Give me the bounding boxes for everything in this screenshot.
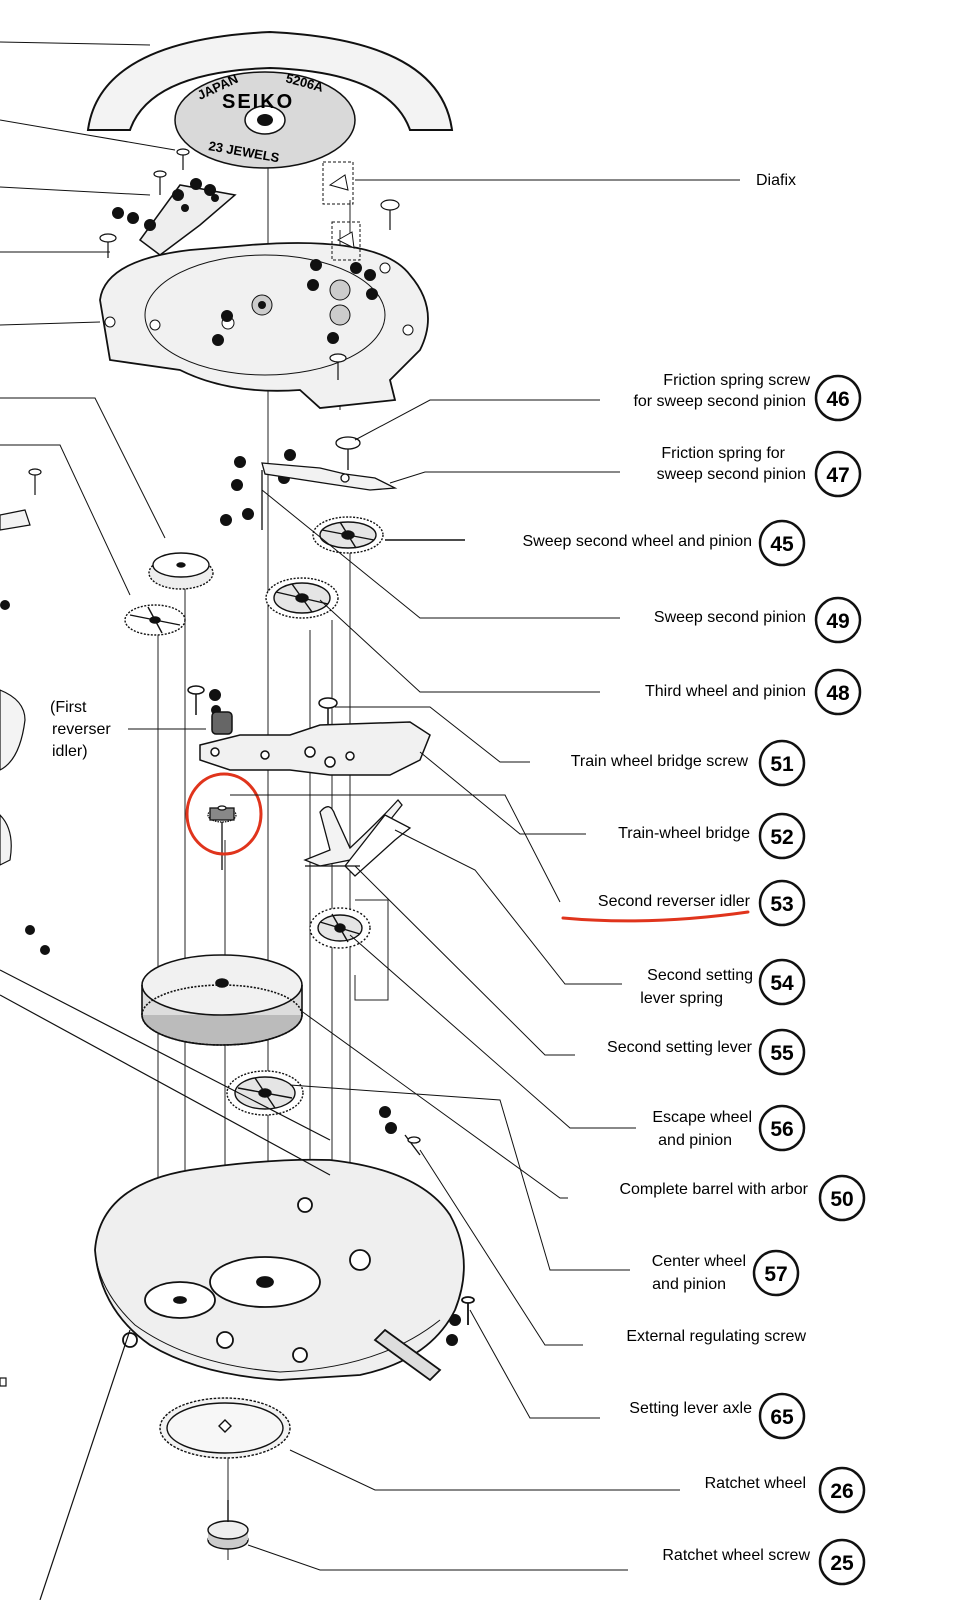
badge-45-number: 45 <box>770 533 794 556</box>
second-setting-lever <box>303 798 412 877</box>
badge-48-number: 48 <box>826 682 850 705</box>
badge-54: 54 <box>758 958 806 1006</box>
left-leader-lines <box>0 119 176 596</box>
ratchet-wheel <box>159 1397 291 1459</box>
label-first-reverser-line2: reverser <box>52 721 111 738</box>
center-wheel <box>226 1070 304 1116</box>
bridge-screws <box>99 148 400 380</box>
callout-26: Ratchet wheel <box>705 1475 806 1492</box>
automatic-train-bridge <box>99 242 429 409</box>
callout-55: Second setting lever <box>607 1039 753 1056</box>
highlight-underline <box>561 910 750 923</box>
label-first-reverser-line1: (First <box>50 699 87 716</box>
callout-57-line2: and pinion <box>652 1276 726 1293</box>
callout-56-line1: Escape wheel <box>652 1109 752 1126</box>
friction-spring-assembly <box>261 436 398 530</box>
callouts: Friction spring screw for sweep second p… <box>523 372 811 1564</box>
badge-56-number: 56 <box>770 1118 793 1141</box>
first-reverser-idler-label: (First reverser idler) <box>50 699 206 760</box>
ratchet-wheel-screw <box>207 1500 249 1550</box>
callout-external-regulating-screw: External regulating screw <box>626 1328 806 1345</box>
callout-46-line1: Friction spring screw <box>663 372 810 389</box>
badge-45: 45 <box>758 519 806 567</box>
third-wheel <box>265 577 339 619</box>
badge-26-number: 26 <box>830 1480 853 1503</box>
badge-57-number: 57 <box>764 1263 787 1286</box>
badge-25-number: 25 <box>830 1552 854 1575</box>
badge-52-number: 52 <box>770 826 793 849</box>
badge-57: 57 <box>752 1249 800 1297</box>
callout-53: Second reverser idler <box>598 893 751 910</box>
callout-50: Complete barrel with arbor <box>619 1181 808 1198</box>
badge-49-number: 49 <box>826 610 849 633</box>
callout-56-line2: and pinion <box>658 1132 732 1149</box>
badge-53: 53 <box>758 879 806 927</box>
badge-46: 46 <box>814 374 862 422</box>
callout-51: Train wheel bridge screw <box>571 753 749 770</box>
rotor-text-brand: SEIKO <box>222 91 294 113</box>
main-plate <box>94 1158 475 1382</box>
badge-49: 49 <box>814 596 862 644</box>
badge-50-number: 50 <box>830 1188 853 1211</box>
second-reverser-idler <box>207 805 237 870</box>
badge-46-number: 46 <box>826 388 849 411</box>
label-diafix: Diafix <box>756 172 796 189</box>
callout-54-line1: Second setting <box>647 967 753 984</box>
callout-47-line1: Friction spring for <box>661 445 785 462</box>
callout-57-line1: Center wheel <box>652 1253 746 1270</box>
highlight-circle <box>185 772 263 856</box>
callout-65: Setting lever axle <box>629 1400 752 1417</box>
callout-46-line2: for sweep second pinion <box>633 393 806 410</box>
callout-54-line2: lever spring <box>640 990 723 1007</box>
external-regulating-screw <box>404 1134 421 1156</box>
oscillating-weight-rotor: JAPAN 5206A SEIKO 23 JEWELS <box>0 30 454 169</box>
badge-55-number: 55 <box>770 1042 794 1065</box>
badge-53-number: 53 <box>770 893 793 916</box>
diafix-settings <box>322 161 740 261</box>
escape-wheel <box>309 907 371 949</box>
badge-52: 52 <box>758 812 806 860</box>
left-edge-parts <box>0 468 331 1600</box>
label-first-reverser-line3: idler) <box>52 743 88 760</box>
badge-51-number: 51 <box>770 753 794 776</box>
part-number-badges: 46 47 45 49 48 51 52 53 54 55 56 50 57 6… <box>752 374 866 1586</box>
callout-45: Sweep second wheel and pinion <box>523 533 753 550</box>
reduction-wheel-plate <box>138 184 237 256</box>
callout-47-line2: sweep second pinion <box>657 466 806 483</box>
callout-52: Train-wheel bridge <box>618 825 750 842</box>
badge-47-number: 47 <box>826 464 849 487</box>
leader-lines <box>230 399 680 1571</box>
train-wheel-bridge <box>187 685 431 776</box>
badge-65: 65 <box>758 1392 806 1440</box>
badge-48: 48 <box>814 668 862 716</box>
badge-55: 55 <box>758 1028 806 1076</box>
sweep-second-wheel <box>312 516 465 554</box>
mainspring-barrel <box>141 954 303 1046</box>
badge-56: 56 <box>758 1104 806 1152</box>
badge-54-number: 54 <box>770 972 794 995</box>
callout-49: Sweep second pinion <box>654 609 806 626</box>
badge-26: 26 <box>818 1466 866 1514</box>
callout-25: Ratchet wheel screw <box>662 1547 810 1564</box>
badge-65-number: 65 <box>770 1406 794 1429</box>
minute-wheels-left <box>124 552 214 636</box>
callout-48: Third wheel and pinion <box>645 683 806 700</box>
badge-47: 47 <box>814 450 862 498</box>
badge-25: 25 <box>818 1538 866 1586</box>
badge-51: 51 <box>758 739 806 787</box>
badge-50: 50 <box>818 1174 866 1222</box>
